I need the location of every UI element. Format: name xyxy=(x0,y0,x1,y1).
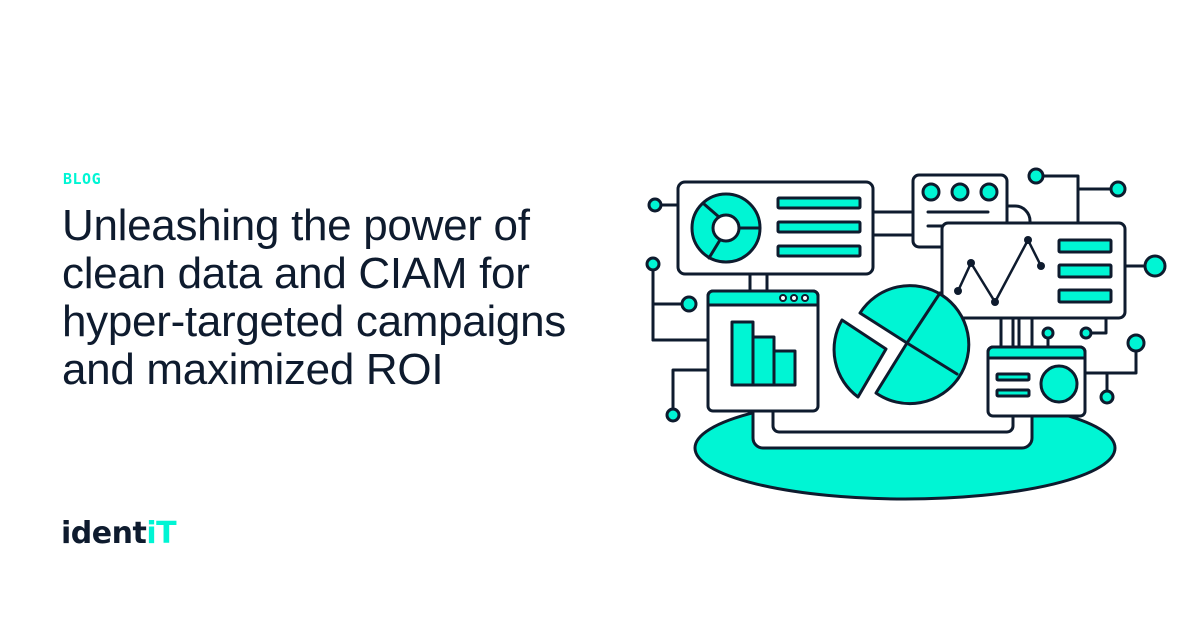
category-label: BLOG xyxy=(63,170,102,188)
connector-nodes-icon xyxy=(645,167,1167,423)
page-title: Unleashing the power of clean data and C… xyxy=(62,201,566,394)
line-chart-window-icon xyxy=(940,221,1127,320)
logo-text-ident: ident xyxy=(61,516,147,551)
pie-chart-icon xyxy=(832,284,971,406)
profile-window-icon xyxy=(986,345,1087,418)
logo-text-it: iT xyxy=(146,516,177,551)
circuit-lines-icon xyxy=(651,174,1147,417)
donut-dashboard-window-icon xyxy=(676,180,875,276)
brand-logo: identiT xyxy=(61,516,177,551)
bar-chart-window-icon xyxy=(706,289,820,413)
